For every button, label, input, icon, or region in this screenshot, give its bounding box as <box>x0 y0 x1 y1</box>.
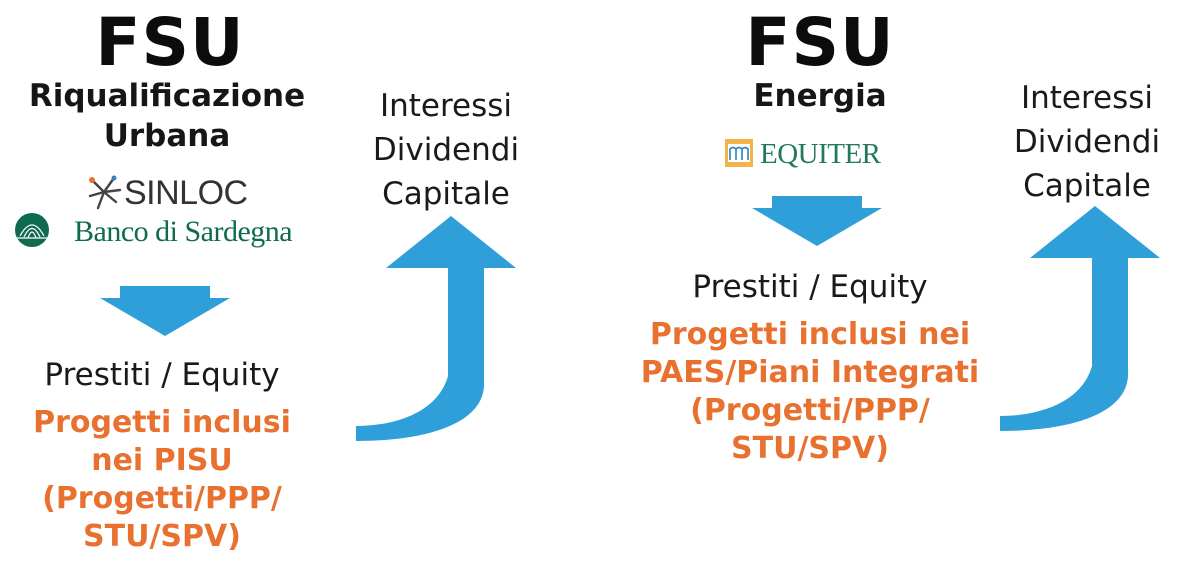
nuraghe-seal-icon <box>15 213 49 247</box>
down-arrow-icon <box>752 196 882 246</box>
curved-up-arrow-icon <box>356 216 516 441</box>
fund-subtitle-right: Energia <box>700 76 940 116</box>
projects-line: Progetti inclusi <box>33 405 291 440</box>
returns-left: Interessi Dividendi Capitale <box>346 84 546 216</box>
equiter-square-icon <box>725 139 753 167</box>
returns-right: Interessi Dividendi Capitale <box>990 76 1184 208</box>
returns-line: Interessi <box>379 88 513 124</box>
fund-heading-left: FSU <box>95 4 245 81</box>
projects-line: STU/SPV) <box>731 431 889 466</box>
projects-line: (Progetti/PPP/ <box>690 393 930 428</box>
sinloc-wordmark: SINLOC <box>124 174 248 212</box>
subtitle-line: Energia <box>753 78 887 114</box>
returns-line: Interessi <box>1020 80 1154 116</box>
returns-line: Dividendi <box>372 132 520 168</box>
projects-left: Progetti inclusi nei PISU (Progetti/PPP/… <box>0 404 324 556</box>
fund-heading-right: FSU <box>745 4 895 81</box>
equiter-wordmark: EQUITER <box>760 138 881 170</box>
star-burst-icon <box>88 175 122 210</box>
projects-line: PAES/Piani Integrati <box>640 355 980 390</box>
returns-line: Capitale <box>382 176 510 212</box>
banco-logo: Banco di Sardegna <box>10 210 330 252</box>
subtitle-line: Riqualificazione <box>28 78 306 114</box>
subtitle-line: Urbana <box>103 118 231 154</box>
flow-label-left: Prestiti / Equity <box>44 357 280 393</box>
projects-line: STU/SPV) <box>83 519 241 554</box>
projects-right: Progetti inclusi nei PAES/Piani Integrat… <box>600 316 1020 468</box>
projects-line: Progetti inclusi nei <box>649 317 971 352</box>
equiter-logo: EQUITER <box>724 136 924 172</box>
banco-wordmark: Banco di Sardegna <box>74 215 293 248</box>
curved-up-arrow-icon <box>1000 206 1160 431</box>
flow-label-right: Prestiti / Equity <box>692 269 928 305</box>
projects-line: (Progetti/PPP/ <box>42 481 282 516</box>
down-arrow-icon <box>100 286 230 336</box>
projects-line: nei PISU <box>91 443 233 478</box>
returns-line: Dividendi <box>1013 124 1161 160</box>
sinloc-logo: SINLOC <box>84 172 264 212</box>
returns-line: Capitale <box>1023 168 1151 204</box>
fund-subtitle-left: Riqualificazione Urbana <box>0 76 334 156</box>
